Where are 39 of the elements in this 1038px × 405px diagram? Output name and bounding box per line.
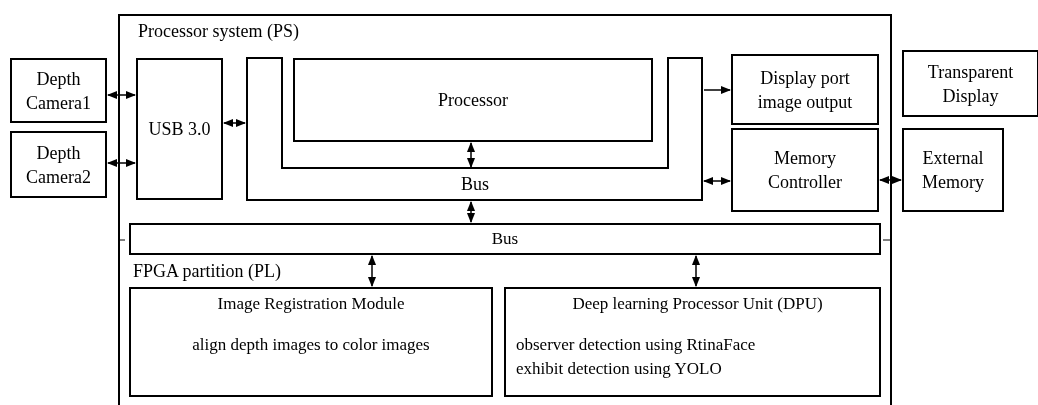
region-title: Processor system (PS)	[138, 21, 299, 41]
component-box	[136, 58, 223, 200]
arrow	[703, 85, 732, 95]
component-box	[902, 128, 1004, 212]
box-label: Depth Camera2	[25, 141, 92, 189]
box-label: Bus	[491, 228, 519, 250]
component-box	[10, 131, 107, 198]
region-title: FPGA partition (PL)	[133, 261, 281, 281]
arrow	[367, 254, 377, 288]
component-box	[731, 54, 879, 125]
component-box	[10, 58, 107, 123]
box-label: Depth Camera1	[25, 67, 92, 115]
arrow	[106, 158, 137, 168]
module-title: Deep learning Processor Unit (DPU)	[572, 293, 823, 315]
system-frame	[118, 14, 892, 405]
module-box	[129, 287, 493, 397]
box-label: Processor	[438, 89, 508, 112]
bus-outline	[246, 57, 703, 201]
module-description: observer detection using RtinaFace exhibit detection using YOLO	[516, 333, 757, 380]
box-label: Transparent Display	[926, 60, 1015, 108]
arrow	[691, 254, 701, 288]
component-box	[902, 50, 1038, 117]
box-label: External Memory	[921, 147, 985, 194]
component-box	[731, 128, 879, 212]
bus-bar	[129, 223, 881, 255]
arrow	[878, 175, 903, 185]
arrow	[466, 200, 476, 224]
arrow	[702, 176, 732, 186]
component-box	[293, 58, 653, 142]
module-box	[504, 287, 881, 397]
arrow	[222, 118, 247, 128]
arrow	[106, 90, 137, 100]
box-label: USB 3.0	[148, 118, 211, 141]
module-description: align depth images to color images	[192, 333, 430, 356]
bus-label: Bus	[461, 173, 489, 196]
arrow	[466, 141, 476, 169]
module-title: Image Registration Module	[217, 293, 405, 315]
box-label: Memory Controller	[767, 147, 843, 194]
box-label: Display port image output	[756, 66, 854, 114]
